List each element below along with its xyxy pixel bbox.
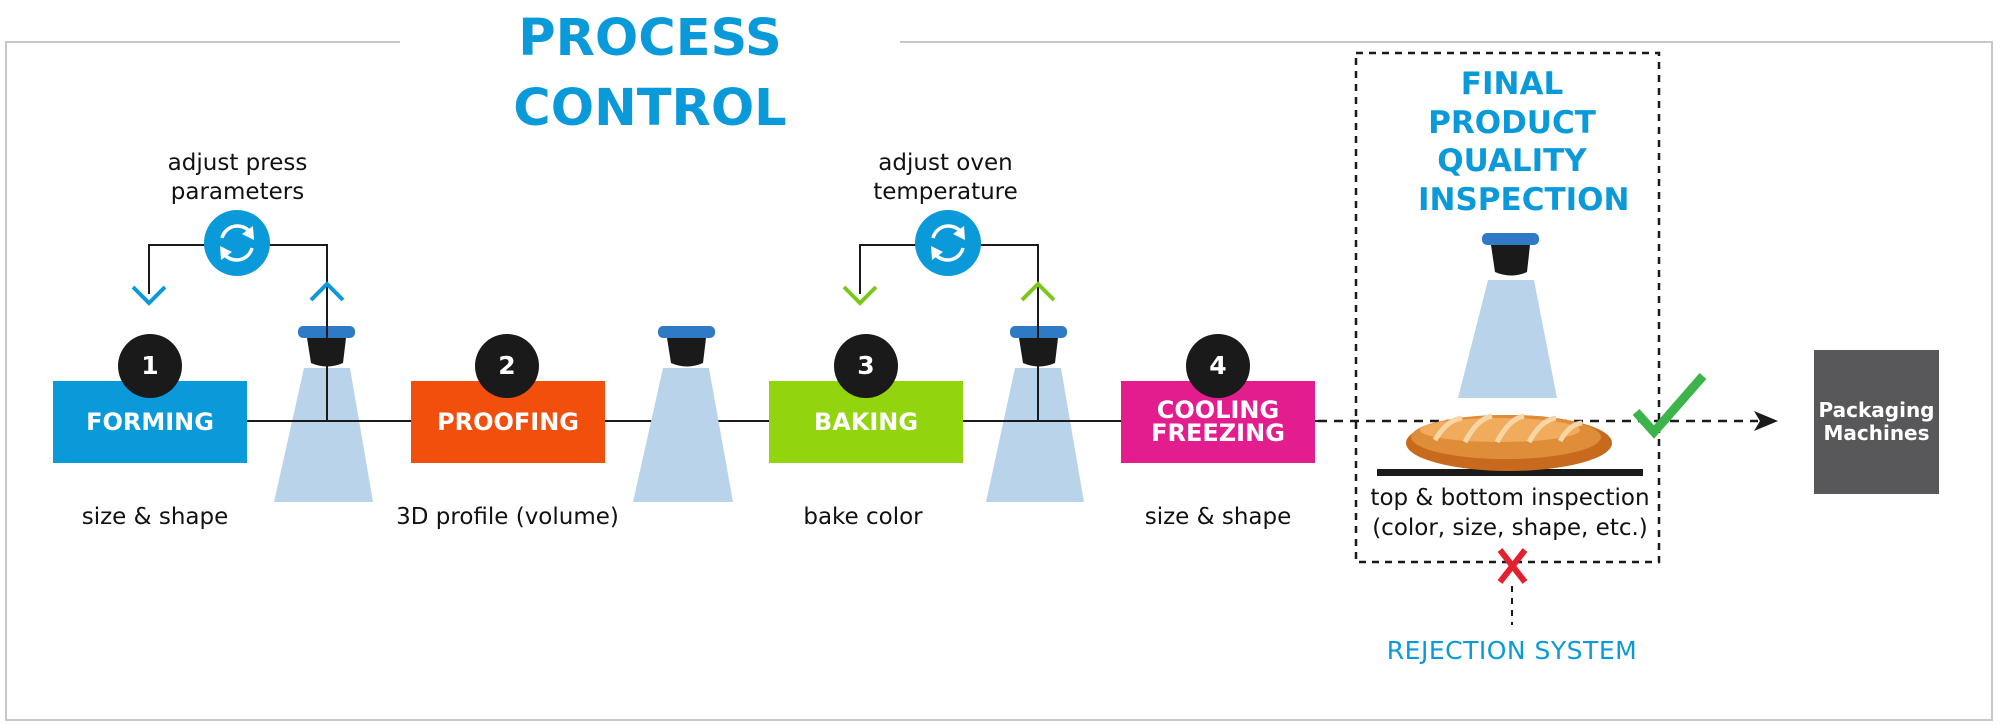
stage-number-3: 3 [834,334,898,398]
stage-number-1: 1 [118,334,182,398]
feedback-label-2: adjust oven temperature [838,149,1053,207]
packaging-machines-box: Packaging Machines [1814,350,1939,494]
stage-caption-2: 3D profile (volume) [396,504,619,530]
stage-label: COOLING FREEZING [1151,396,1285,447]
final-inspection-caption: top & bottom inspection (color, size, sh… [1356,483,1664,543]
feedback-label-line: parameters [170,179,305,205]
stage-number-4: 4 [1186,334,1250,398]
stage-caption-4: size & shape [1144,504,1292,530]
packaging-label: Packaging Machines [1818,398,1935,445]
arrow-to-packaging [1754,411,1778,431]
stage-label: FORMING [86,407,214,436]
final-inspection-title: FINAL PRODUCT QUALITY INSPECTION [1418,66,1630,218]
up-arrow-1-icon [309,281,345,302]
final-inspection-caption-line: (color, size, shape, etc.) [1372,515,1648,541]
up-arrow-2-icon [1020,281,1056,302]
stage-label: PROOFING [437,407,579,436]
final-inspection-caption-line: top & bottom inspection [1370,485,1650,511]
stage-caption-1: size & shape [81,504,229,530]
diagram-title: PROCESS CONTROL [400,4,900,138]
stage-caption-3: bake color [803,504,923,530]
camera-icon-3 [986,326,1084,502]
camera-icon-1 [274,326,373,502]
rejection-system-label: REJECTION SYSTEM [1386,636,1638,665]
feedback-loop-1-left [148,244,210,294]
down-arrow-1-icon [131,285,167,306]
x-icon [1497,548,1528,584]
feedback-loop-2-left [859,244,920,294]
diagram-frame [5,41,1993,721]
down-arrow-2-icon [842,285,878,306]
check-icon [1632,373,1707,439]
stage-label: BAKING [813,407,919,436]
sync-icon-2 [915,210,981,276]
feedback-label-1: adjust press parameters [130,149,345,207]
inspection-conveyor [1377,469,1643,476]
feedback-label-line: temperature [873,179,1018,205]
sync-icon-1 [204,210,270,276]
feedback-label-line: adjust press [167,150,308,176]
feedback-label-line: adjust oven [878,150,1013,176]
camera-icon-2 [633,326,733,502]
bread-icon [1406,413,1612,471]
stage-number-2: 2 [475,334,539,398]
camera-icon-final [1458,233,1557,398]
